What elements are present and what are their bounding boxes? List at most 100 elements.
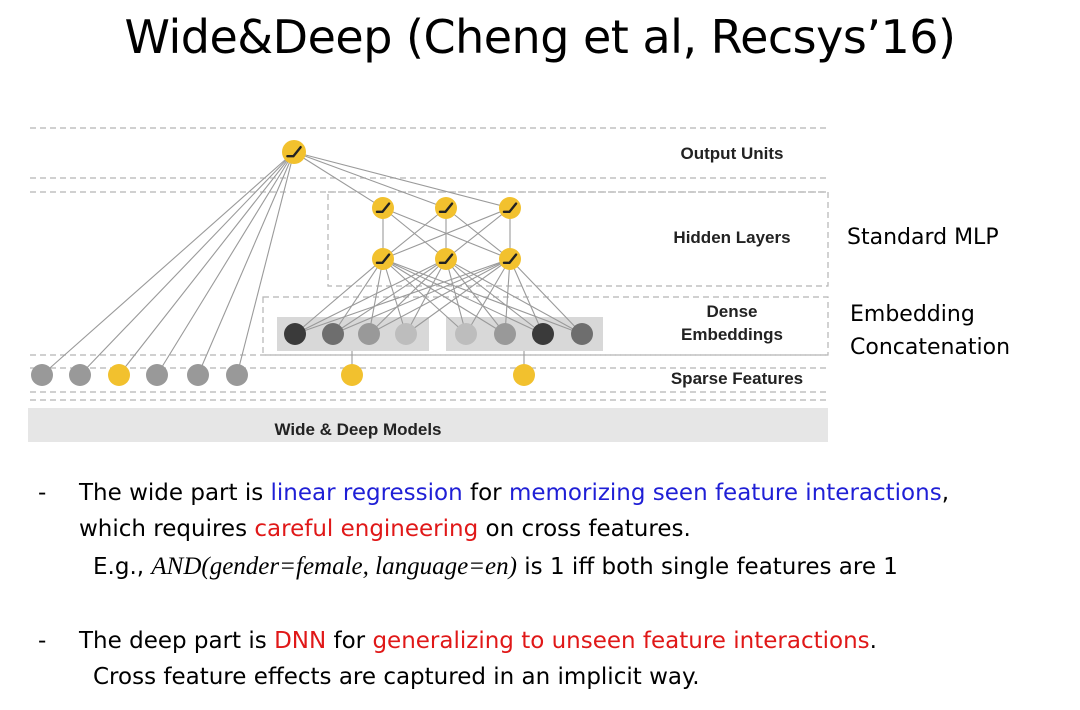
network-edge	[445, 207, 511, 260]
wide-sparse-feature	[187, 364, 209, 386]
label-hidden-layers: Hidden Layers	[673, 228, 790, 247]
output-unit	[282, 140, 306, 164]
embedding-node	[322, 323, 344, 345]
activation-icon	[438, 253, 454, 265]
side-label-embedding: Embedding	[850, 302, 975, 327]
activation-icon	[502, 202, 518, 214]
network-edge	[465, 258, 511, 335]
hidden-unit	[372, 248, 394, 270]
network-edge	[509, 258, 583, 335]
network-edge	[294, 258, 511, 335]
activation-icon	[438, 202, 454, 214]
activation-icon	[502, 253, 518, 265]
text: on cross features.	[478, 516, 691, 542]
text: for	[326, 628, 373, 654]
activation-icon	[375, 202, 391, 214]
highlight-dnn: DNN	[274, 628, 327, 654]
embedding-node	[494, 323, 516, 345]
network-edge	[382, 258, 583, 335]
text: The wide part is	[79, 480, 271, 506]
text: for	[462, 480, 509, 506]
hidden-unit	[499, 197, 521, 219]
network-edge	[293, 151, 447, 209]
example-formula: AND(gender=female, language=en)	[151, 553, 517, 580]
network-edge	[382, 258, 544, 335]
text: .	[869, 628, 877, 654]
network-edge	[382, 207, 447, 260]
network-edge	[368, 258, 511, 335]
embedding-node	[358, 323, 380, 345]
slide-title: Wide&Deep (Cheng et al, Recsys’16)	[124, 10, 956, 64]
bullet-dash: -	[38, 480, 47, 506]
highlight-linear-regression: linear regression	[270, 480, 463, 506]
network-edge	[382, 258, 407, 335]
network-edge	[504, 258, 511, 335]
network-edge	[293, 151, 384, 209]
hidden-unit	[435, 248, 457, 270]
side-label-standard-mlp: Standard MLP	[847, 225, 999, 250]
network-edge	[293, 151, 511, 209]
network-edge	[382, 258, 467, 335]
embedding-node	[284, 323, 306, 345]
network-edge	[405, 258, 447, 335]
network-edge	[41, 151, 295, 376]
embedding-node	[395, 323, 417, 345]
network-edge	[236, 151, 295, 376]
highlight-generalizing: generalizing to unseen feature interacti…	[372, 628, 870, 654]
bullet-dash: -	[38, 628, 47, 654]
network-edge	[197, 151, 295, 376]
network-edge	[368, 258, 447, 335]
hidden-unit	[499, 248, 521, 270]
network-edge	[509, 258, 544, 335]
deep-sparse-feature	[513, 364, 535, 386]
network-edge	[156, 151, 295, 376]
footer-label: Wide & Deep Models	[274, 420, 441, 439]
network-edge	[294, 258, 384, 335]
embedding-node	[532, 323, 554, 345]
text: is 1 iff both single features are 1	[516, 554, 898, 580]
highlight-memorizing: memorizing seen feature interactions	[508, 480, 942, 506]
network-edge	[382, 207, 511, 260]
label-output-units: Output Units	[681, 144, 784, 163]
hidden-unit	[435, 197, 457, 219]
label-sparse-features: Sparse Features	[671, 369, 803, 388]
text: which requires	[79, 516, 255, 542]
network-edge	[445, 258, 506, 335]
network-edge	[294, 258, 447, 335]
activation-icon	[286, 146, 302, 158]
footer-bar	[28, 408, 828, 442]
embedding-node	[455, 323, 477, 345]
network-edge	[79, 151, 295, 376]
activation-icon	[375, 253, 391, 265]
hidden-unit	[372, 197, 394, 219]
network-edge	[445, 258, 467, 335]
network-edge	[332, 258, 447, 335]
network-edge	[332, 258, 384, 335]
wide-sparse-feature	[31, 364, 53, 386]
text: The deep part is	[79, 628, 275, 654]
label-dense: Dense	[706, 302, 757, 321]
network-edge	[382, 258, 506, 335]
network-edges	[41, 151, 583, 376]
embedding-node	[571, 323, 593, 345]
wide-sparse-feature	[69, 364, 91, 386]
text: ,	[941, 480, 949, 506]
wide-sparse-feature	[226, 364, 248, 386]
network-edge	[118, 151, 295, 376]
network-edge	[332, 258, 511, 335]
network-edge	[445, 258, 583, 335]
dashed-lines	[30, 127, 829, 401]
network-edge	[445, 258, 544, 335]
network-edge	[405, 258, 511, 335]
text: E.g.,	[93, 554, 152, 580]
network-nodes	[31, 140, 593, 386]
highlight-careful-engineering: careful engineering	[254, 516, 479, 542]
text: Cross feature effects are captured in an…	[93, 664, 700, 690]
deep-sparse-feature	[341, 364, 363, 386]
wide-sparse-feature	[146, 364, 168, 386]
side-label-concatenation: Concatenation	[850, 335, 1011, 360]
wide-deep-diagram: Output Units Hidden Layers Dense Embeddi…	[28, 127, 829, 442]
wide-sparse-feature	[108, 364, 130, 386]
label-embeddings: Embeddings	[681, 325, 783, 344]
network-edge	[368, 258, 384, 335]
